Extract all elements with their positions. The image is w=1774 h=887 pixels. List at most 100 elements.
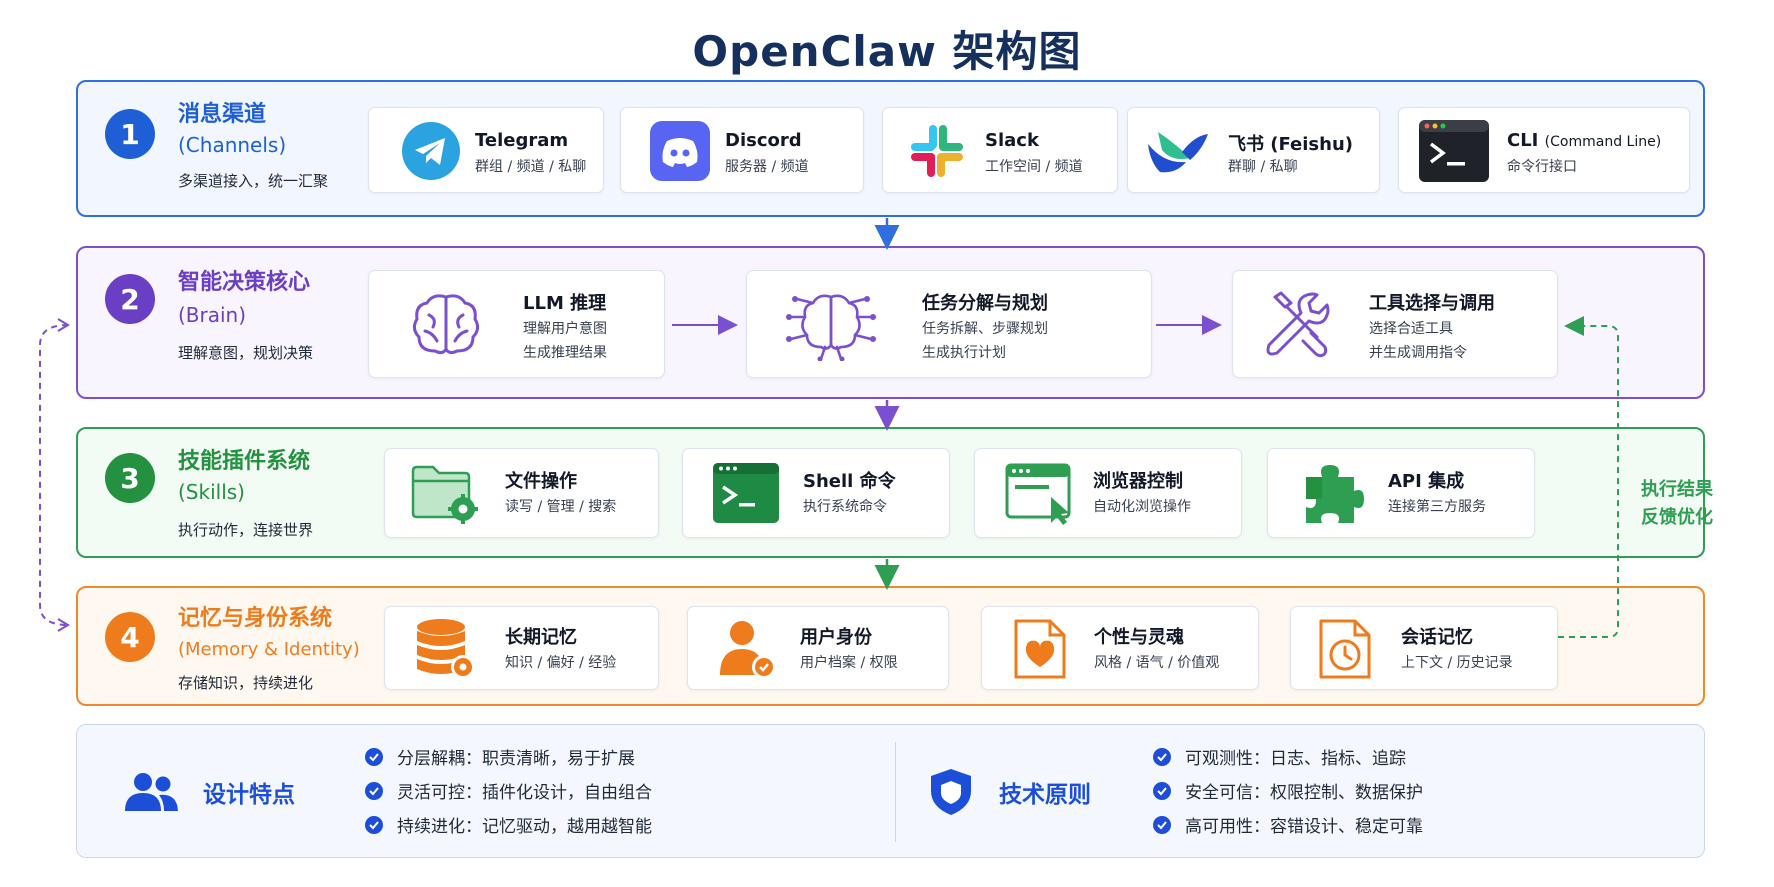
card-subtitle: 生成执行计划: [922, 345, 1006, 361]
layer-description: 存储知识，持续进化: [178, 674, 314, 692]
card-title: 长期记忆: [505, 627, 577, 648]
discord-icon: [650, 121, 710, 181]
terminal-icon: [1419, 120, 1489, 182]
long-term-memory-card[interactable]: 长期记忆 知识 / 偏好 / 经验: [384, 606, 659, 690]
feedback-label: 执行结果 反馈优化: [1641, 479, 1713, 528]
layer-number: 4: [105, 612, 155, 662]
layer-description: 理解意图，规划决策: [178, 344, 314, 362]
telegram-icon: [402, 122, 460, 180]
layer-title: 技能插件系统: [178, 449, 311, 474]
card-subtitle: 任务拆解、步骤规划: [922, 321, 1048, 337]
layer-title: 消息渠道: [178, 102, 267, 127]
user-icon: [720, 621, 776, 679]
shell-command-card[interactable]: Shell 命令 执行系统命令: [682, 448, 950, 538]
card-subtitle: 群组 / 频道 / 私聊: [475, 159, 587, 175]
brain-layer: 2 智能决策核心 (Brain) 理解意图，规划决策 LLM 推理 理解用户意图…: [76, 246, 1705, 399]
clock-doc-icon: [1319, 619, 1371, 679]
card-title: 飞书 (Feishu): [1228, 134, 1354, 155]
shell-icon: [713, 463, 779, 523]
layer-subtitle: (Memory & Identity): [178, 639, 360, 660]
check-icon: [1153, 815, 1171, 834]
card-title: 任务分解与规划: [922, 293, 1048, 314]
design-feature-item: 分层解耦：职责清晰，易于扩展: [365, 744, 635, 769]
discord-card[interactable]: Discord 服务器 / 频道: [620, 107, 864, 193]
card-title: 文件操作: [505, 471, 577, 492]
feishu-card[interactable]: 飞书 (Feishu) 群聊 / 私聊: [1127, 107, 1380, 193]
card-subtitle: 群聊 / 私聊: [1228, 159, 1298, 175]
task-planning-card[interactable]: 任务分解与规划 任务拆解、步骤规划 生成执行计划: [746, 270, 1152, 378]
layer-title: 智能决策核心: [178, 270, 311, 295]
brain-memory-loop: [39, 324, 69, 626]
users-icon: [125, 773, 178, 811]
page-title: OpenClaw 架构图: [692, 27, 1082, 76]
telegram-card[interactable]: Telegram 群组 / 频道 / 私聊: [368, 107, 604, 193]
api-integration-card[interactable]: API 集成 连接第三方服务: [1267, 448, 1535, 538]
card-subtitle: 风格 / 语气 / 价值观: [1094, 655, 1220, 671]
card-subtitle: 用户档案 / 权限: [800, 655, 898, 671]
footer-divider: [895, 742, 896, 842]
card-title: LLM 推理: [523, 293, 607, 314]
feishu-icon: [1148, 132, 1208, 173]
layer-subtitle: (Skills): [178, 480, 245, 504]
card-subtitle: 读写 / 管理 / 搜索: [505, 499, 617, 515]
card-subtitle: 自动化浏览操作: [1093, 499, 1191, 515]
browser-icon: [1005, 463, 1071, 525]
card-subtitle: 服务器 / 频道: [725, 159, 809, 175]
tool-selection-card[interactable]: 工具选择与调用 选择合适工具 并生成调用指令: [1232, 270, 1558, 378]
card-title: CLI (Command Line): [1507, 130, 1662, 151]
heart-doc-icon: [1014, 619, 1066, 679]
card-title: Shell 命令: [803, 471, 896, 492]
layer-description: 多渠道接入，统一汇聚: [178, 172, 329, 190]
card-subtitle: 上下文 / 历史记录: [1401, 655, 1513, 671]
file-operations-card[interactable]: 文件操作 读写 / 管理 / 搜索: [384, 448, 659, 538]
shield-icon: [931, 769, 971, 815]
card-subtitle: 命令行接口: [1507, 159, 1577, 175]
tech-principles-title: 技术原则: [999, 782, 1091, 808]
card-subtitle: 并生成调用指令: [1369, 345, 1467, 361]
folder-gear-icon: [411, 465, 478, 524]
card-title: 工具选择与调用: [1369, 293, 1495, 314]
check-icon: [1153, 747, 1171, 766]
cli-card[interactable]: CLI (Command Line) 命令行接口: [1398, 107, 1690, 193]
card-title: 用户身份: [800, 627, 872, 648]
layer-number: 3: [105, 453, 155, 503]
card-subtitle: 工作空间 / 频道: [985, 159, 1083, 175]
card-subtitle: 连接第三方服务: [1388, 499, 1486, 515]
layer-subtitle: (Channels): [178, 133, 287, 157]
design-feature-item: 持续进化：记忆驱动，越用越智能: [365, 812, 652, 837]
memory-layer: 4 记忆与身份系统 (Memory & Identity) 存储知识，持续进化 …: [76, 586, 1705, 706]
check-icon: [365, 781, 383, 800]
card-title: 浏览器控制: [1093, 471, 1183, 492]
design-features-title: 设计特点: [203, 782, 295, 808]
llm-reasoning-card[interactable]: LLM 推理 理解用户意图 生成推理结果: [368, 270, 665, 378]
card-title: 个性与灵魂: [1094, 627, 1184, 648]
layer-number: 2: [105, 274, 155, 324]
browser-control-card[interactable]: 浏览器控制 自动化浏览操作: [974, 448, 1242, 538]
card-subtitle: 执行系统命令: [803, 499, 887, 515]
personality-card[interactable]: 个性与灵魂 风格 / 语气 / 价值观: [981, 606, 1259, 690]
session-memory-card[interactable]: 会话记忆 上下文 / 历史记录: [1290, 606, 1558, 690]
card-title: API 集成: [1388, 471, 1465, 492]
footer-panel: 设计特点 分层解耦：职责清晰，易于扩展 灵活可控：插件化设计，自由组合 持续进化…: [76, 724, 1705, 858]
user-identity-card[interactable]: 用户身份 用户档案 / 权限: [687, 606, 949, 690]
card-subtitle: 选择合适工具: [1369, 321, 1453, 337]
card-title: Telegram: [475, 130, 569, 151]
slack-card[interactable]: Slack 工作空间 / 频道: [882, 107, 1118, 193]
layer-subtitle: (Brain): [178, 303, 247, 327]
check-icon: [365, 747, 383, 766]
check-icon: [1153, 781, 1171, 800]
card-title: Slack: [985, 130, 1039, 151]
skills-layer: 3 技能插件系统 (Skills) 执行动作，连接世界 文件操作 读写 / 管理…: [76, 427, 1705, 558]
layer-title: 记忆与身份系统: [178, 606, 333, 631]
card-subtitle: 生成推理结果: [523, 345, 607, 361]
card-subtitle: 知识 / 偏好 / 经验: [505, 655, 617, 671]
card-title: 会话记忆: [1401, 627, 1473, 648]
tools-icon: [1266, 291, 1330, 358]
layer-description: 执行动作，连接世界: [178, 521, 314, 539]
database-icon: [417, 619, 475, 679]
tech-principle-item: 可观测性：日志、指标、追踪: [1153, 744, 1406, 769]
puzzle-icon: [1306, 465, 1364, 523]
brain-circuit-icon: [786, 294, 876, 361]
layer-number: 1: [105, 109, 155, 159]
channels-layer: 1 消息渠道 (Channels) 多渠道接入，统一汇聚 Telegram 群组…: [76, 80, 1705, 217]
